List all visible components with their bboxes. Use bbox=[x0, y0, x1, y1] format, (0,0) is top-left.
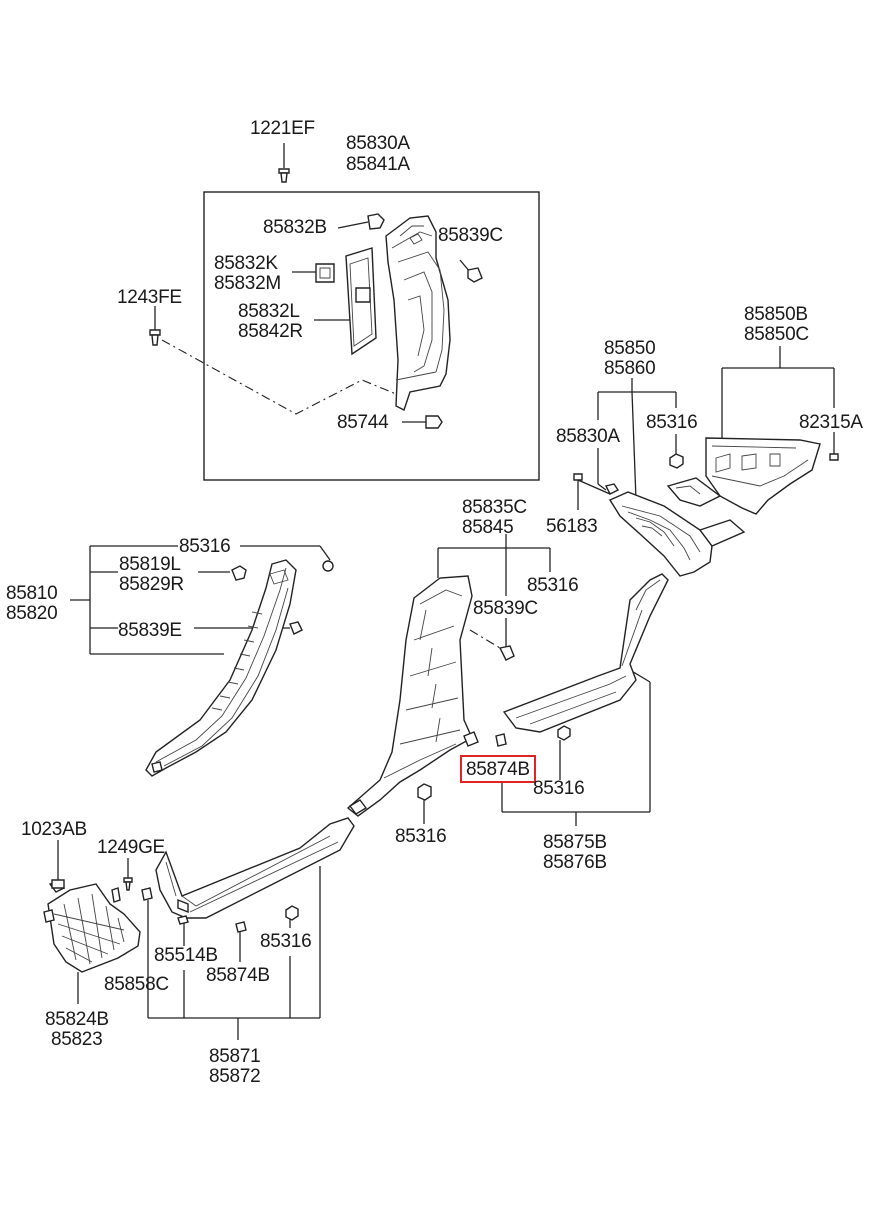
label-85830A-mid: 85830A bbox=[556, 426, 620, 447]
bracket-lines-85850 bbox=[597, 378, 677, 501]
label-56183: 56183 bbox=[546, 516, 598, 537]
label-85850B: 85850B bbox=[744, 304, 808, 325]
label-85871: 85871 bbox=[209, 1046, 261, 1067]
a-pillar-trim bbox=[145, 559, 297, 777]
label-85850C: 85850C bbox=[744, 324, 809, 345]
nut-85316-center bbox=[417, 783, 432, 824]
switch-85832K bbox=[292, 263, 335, 283]
label-85819L: 85819L bbox=[119, 554, 181, 575]
front-scuff-plate bbox=[155, 817, 355, 919]
label-1023AB: 1023AB bbox=[21, 819, 87, 840]
cowl-trim-85824B bbox=[43, 881, 141, 1004]
clip-85839C-mid bbox=[498, 645, 515, 661]
label-85845: 85845 bbox=[462, 517, 514, 538]
label-85875B: 85875B bbox=[543, 832, 607, 853]
label-82315A: 82315A bbox=[799, 412, 863, 433]
clip-85874B-lower bbox=[235, 921, 247, 933]
nut-1023AB bbox=[51, 840, 65, 889]
label-1249GE: 1249GE bbox=[97, 837, 165, 858]
clip-85514B bbox=[177, 915, 189, 925]
label-85842R: 85842R bbox=[238, 321, 303, 342]
label-85841A: 85841A bbox=[346, 154, 410, 175]
label-85860: 85860 bbox=[604, 358, 656, 379]
label-85316-rear-scuff: 85316 bbox=[533, 778, 585, 799]
label-85850: 85850 bbox=[604, 338, 656, 359]
detail-box-upper bbox=[203, 191, 540, 481]
screw-1221EF bbox=[278, 143, 290, 183]
label-85839E: 85839E bbox=[118, 620, 182, 641]
clip-85830A-mid bbox=[597, 483, 620, 495]
label-85872: 85872 bbox=[209, 1066, 261, 1087]
label-85316-center: 85316 bbox=[395, 826, 447, 847]
screw-56183 bbox=[573, 473, 611, 510]
pillar-trim-lower bbox=[346, 575, 479, 817]
bracket-lines-85871 bbox=[147, 866, 321, 1040]
quarter-trim-85850 bbox=[608, 491, 746, 577]
clip-85819L bbox=[231, 565, 247, 581]
screw-1243FE bbox=[149, 306, 161, 346]
bracket-lines-85835C bbox=[437, 534, 551, 648]
label-85832B: 85832B bbox=[263, 217, 327, 238]
label-85832K: 85832K bbox=[214, 253, 278, 274]
cover-85832L bbox=[314, 247, 377, 356]
label-1221EF: 1221EF bbox=[250, 118, 315, 139]
screw-1249GE bbox=[123, 858, 133, 891]
label-85829R: 85829R bbox=[119, 574, 184, 595]
pillar-trim-upper bbox=[385, 215, 451, 411]
label-85858C: 85858C bbox=[104, 974, 169, 995]
clip-82315A bbox=[829, 432, 839, 461]
bracket-lines-85850B bbox=[721, 346, 835, 440]
quarter-trim-upper-85850B bbox=[666, 437, 821, 515]
label-85835C: 85835C bbox=[462, 497, 527, 518]
label-85874B-highlighted[interactable]: 85874B bbox=[460, 755, 536, 783]
clip-85858C bbox=[141, 887, 153, 901]
label-85823: 85823 bbox=[51, 1029, 103, 1050]
label-85744: 85744 bbox=[337, 412, 389, 433]
clip-85832B bbox=[337, 213, 385, 230]
label-85874B-lower: 85874B bbox=[206, 965, 270, 986]
label-85839C-top: 85839C bbox=[438, 225, 503, 246]
label-85876B: 85876B bbox=[543, 852, 607, 873]
label-85316-front-scuff: 85316 bbox=[260, 931, 312, 952]
label-85830A-top: 85830A bbox=[346, 133, 410, 154]
label-85824B: 85824B bbox=[45, 1009, 109, 1030]
label-85316-a-pillar: 85316 bbox=[179, 536, 231, 557]
label-85832M: 85832M bbox=[214, 273, 281, 294]
bracket-lines-85810 bbox=[70, 545, 331, 655]
label-85316-upper-right: 85316 bbox=[646, 412, 698, 433]
label-85316-center-upper: 85316 bbox=[527, 575, 579, 596]
nut-85316-rear-scuff bbox=[557, 725, 571, 741]
rear-scuff-plate bbox=[502, 573, 669, 733]
label-85832L: 85832L bbox=[238, 301, 300, 322]
clip-85874B-highlighted-part bbox=[495, 733, 507, 747]
clip-85839C-upper bbox=[459, 259, 483, 283]
fastener-85744 bbox=[402, 415, 443, 429]
nut-85316-upper-right bbox=[669, 453, 684, 469]
clip-85839E bbox=[289, 621, 303, 635]
label-1243FE: 1243FE bbox=[117, 287, 182, 308]
leader-dashed-1243FE bbox=[161, 339, 397, 415]
label-85820: 85820 bbox=[6, 603, 58, 624]
label-85514B: 85514B bbox=[154, 945, 218, 966]
nut-85316-front-scuff bbox=[285, 905, 299, 921]
label-85839C-mid: 85839C bbox=[473, 598, 538, 619]
label-85810: 85810 bbox=[6, 583, 58, 604]
leader-dashed-85839C bbox=[469, 629, 501, 649]
grommet-85316-a-pillar bbox=[322, 560, 334, 572]
